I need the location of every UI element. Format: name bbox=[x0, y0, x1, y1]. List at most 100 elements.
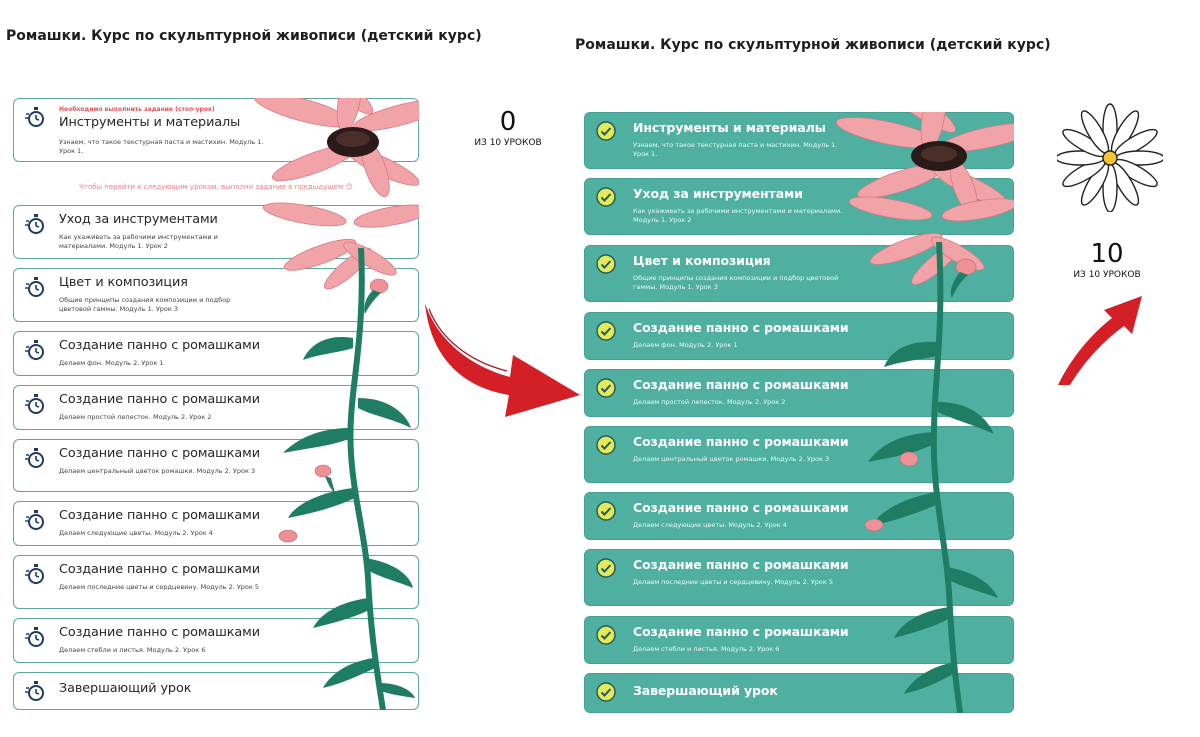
progress-value: 0 bbox=[499, 107, 517, 137]
lesson-title: Завершающий урок bbox=[633, 683, 778, 698]
lesson-description: Общие принципы создания композиции и под… bbox=[59, 296, 231, 313]
lesson-text: Создание панно с ромашками Делаем следую… bbox=[59, 508, 264, 538]
lesson-text: Цвет и композиция Общие принципы создани… bbox=[59, 275, 264, 314]
progress-label: ИЗ 10 УРОКОВ bbox=[1073, 270, 1141, 280]
stopwatch-icon bbox=[25, 448, 44, 468]
stopwatch-icon bbox=[25, 214, 44, 234]
progress-value: 10 bbox=[1090, 239, 1124, 269]
lesson-title: Создание панно с ромашками bbox=[59, 508, 260, 523]
lesson-text: Создание панно с ромашками Делаем фон. М… bbox=[59, 338, 264, 368]
lesson-description: Делаем фон. Модуль 2. Урок 1 bbox=[59, 359, 164, 367]
lesson-card[interactable]: Создание панно с ромашками Делаем центра… bbox=[13, 439, 419, 492]
lesson-text: Создание панно с ромашками Делаем центра… bbox=[59, 446, 264, 476]
lesson-card[interactable]: Создание панно с ромашками Делаем фон. М… bbox=[13, 331, 419, 376]
stopwatch-icon bbox=[25, 564, 44, 584]
lesson-description: Делаем стебли и листья. Модуль 2. Урок 6 bbox=[59, 646, 206, 654]
lesson-title: Цвет и композиция bbox=[59, 275, 188, 290]
page-title-right: Ромашки. Курс по скульптурной живописи (… bbox=[575, 37, 1051, 53]
check-circle-icon bbox=[596, 187, 616, 207]
lesson-card[interactable]: Завершающий урок bbox=[13, 672, 419, 710]
lesson-card[interactable]: Завершающий урок bbox=[584, 673, 1014, 713]
lesson-list-locked: Необходимо выполнить задание (стоп-урок)… bbox=[13, 98, 419, 710]
lesson-description: Узнаем, что такое текстурная паста и мас… bbox=[633, 141, 838, 158]
page-title-left: Ромашки. Курс по скульптурной живописи (… bbox=[6, 28, 482, 44]
stop-lesson-note: Необходимо выполнить задание (стоп-урок) bbox=[59, 106, 215, 113]
check-circle-icon bbox=[596, 435, 616, 455]
lesson-card[interactable]: Уход за инструментами Как ухаживать за р… bbox=[584, 178, 1014, 235]
check-circle-icon bbox=[596, 121, 616, 141]
lesson-card[interactable]: Создание панно с ромашками Делаем стебли… bbox=[584, 616, 1014, 664]
lesson-title: Создание панно с ромашками bbox=[633, 624, 849, 639]
lesson-text: Завершающий урок bbox=[633, 683, 843, 698]
lesson-title: Создание панно с ромашками bbox=[59, 562, 260, 577]
lesson-description: Как ухаживать за рабочими инструментами … bbox=[633, 207, 843, 224]
lesson-title: Создание панно с ромашками bbox=[633, 377, 849, 392]
lesson-text: Инструменты и материалы Узнаем, что тако… bbox=[633, 120, 843, 159]
lesson-text: Уход за инструментами Как ухаживать за р… bbox=[633, 186, 843, 225]
lesson-title: Цвет и композиция bbox=[633, 253, 771, 268]
lesson-card[interactable]: Создание панно с ромашками Делаем послед… bbox=[584, 549, 1014, 606]
lesson-card[interactable]: Создание панно с ромашками Делаем фон. М… bbox=[584, 312, 1014, 360]
stopwatch-icon bbox=[25, 510, 44, 530]
lesson-text: Создание панно с ромашками Делаем стебли… bbox=[59, 625, 264, 655]
stopwatch-icon bbox=[25, 394, 44, 414]
lesson-description: Делаем центральный цветок ромашки. Модул… bbox=[59, 467, 256, 475]
lesson-text: Создание панно с ромашками Делаем следую… bbox=[633, 500, 849, 530]
lesson-title: Уход за инструментами bbox=[59, 212, 218, 227]
lesson-card[interactable]: Создание панно с ромашками Делаем послед… bbox=[13, 555, 419, 609]
lesson-title: Создание панно с ромашками bbox=[59, 338, 260, 353]
lesson-card[interactable]: Создание панно с ромашками Делаем просто… bbox=[13, 385, 419, 430]
lesson-description: Делаем простой лепесток. Модуль 2. Урок … bbox=[59, 413, 212, 421]
next-lesson-hint: Чтобы перейти к следующим урокам, выполн… bbox=[79, 183, 353, 191]
daisy-icon bbox=[1057, 103, 1163, 212]
lesson-card[interactable]: Создание панно с ромашками Делаем следую… bbox=[584, 492, 1014, 540]
lesson-title: Создание панно с ромашками bbox=[633, 557, 849, 572]
lesson-description: Как ухаживать за рабочими инструментами … bbox=[59, 233, 218, 250]
progress-label: ИЗ 10 УРОКОВ bbox=[474, 138, 542, 148]
lesson-title: Уход за инструментами bbox=[633, 186, 803, 201]
lesson-list-completed: Инструменты и материалы Узнаем, что тако… bbox=[584, 112, 1014, 713]
stopwatch-icon bbox=[25, 107, 44, 127]
lesson-title: Завершающий урок bbox=[59, 681, 192, 696]
check-circle-icon bbox=[596, 501, 616, 521]
lesson-title: Создание панно с ромашками bbox=[633, 434, 849, 449]
lesson-description: Узнаем, что такое текстурная паста и мас… bbox=[59, 138, 264, 155]
lesson-description: Делаем последние цветы и сердцевину. Мод… bbox=[59, 583, 260, 591]
lesson-card[interactable]: Инструменты и материалы Узнаем, что тако… bbox=[584, 112, 1014, 169]
lesson-card[interactable]: Цвет и композиция Общие принципы создани… bbox=[13, 268, 419, 322]
lesson-card[interactable]: Создание панно с ромашками Делаем просто… bbox=[584, 369, 1014, 417]
check-circle-icon bbox=[596, 321, 616, 341]
lesson-card[interactable]: Создание панно с ромашками Делаем центра… bbox=[584, 426, 1014, 483]
lesson-text: Цвет и композиция Общие принципы создани… bbox=[633, 253, 843, 292]
lesson-text: Создание панно с ромашками Делаем центра… bbox=[633, 434, 849, 464]
progress-counter-right: 10 ИЗ 10 УРОКОВ bbox=[1057, 240, 1157, 280]
stopwatch-icon bbox=[25, 681, 44, 701]
lesson-card[interactable]: Создание панно с ромашками Делаем стебли… bbox=[13, 618, 419, 663]
lesson-text: Завершающий урок bbox=[59, 681, 264, 696]
lesson-description: Делаем последние цветы и сердцевину. Мод… bbox=[633, 578, 834, 586]
lesson-text: Создание панно с ромашками Делаем стебли… bbox=[633, 624, 849, 654]
lesson-title: Инструменты и материалы bbox=[59, 115, 241, 130]
lesson-title: Создание панно с ромашками bbox=[59, 625, 260, 640]
lesson-card[interactable]: Уход за инструментами Как ухаживать за р… bbox=[13, 205, 419, 259]
lesson-title: Создание панно с ромашками bbox=[59, 392, 260, 407]
stopwatch-icon bbox=[25, 277, 44, 297]
check-circle-icon bbox=[596, 558, 616, 578]
lesson-text: Создание панно с ромашками Делаем просто… bbox=[59, 392, 264, 422]
stopwatch-icon bbox=[25, 627, 44, 647]
lesson-description: Общие принципы создания композиции и под… bbox=[633, 274, 839, 291]
arrow-icon bbox=[425, 303, 580, 417]
lesson-description: Делаем центральный цветок ромашки. Модул… bbox=[633, 455, 830, 463]
arrow-icon bbox=[1058, 296, 1142, 385]
lesson-text: Необходимо выполнить задание (стоп-урок)… bbox=[59, 106, 264, 156]
lesson-card[interactable]: Цвет и композиция Общие принципы создани… bbox=[584, 245, 1014, 302]
lesson-title: Создание панно с ромашками bbox=[633, 320, 849, 335]
lesson-description: Делаем следующие цветы. Модуль 2. Урок 4 bbox=[59, 529, 213, 537]
lesson-description: Делаем простой лепесток. Модуль 2. Урок … bbox=[633, 398, 786, 406]
lesson-card[interactable]: Необходимо выполнить задание (стоп-урок)… bbox=[13, 98, 419, 162]
lesson-card[interactable]: Создание панно с ромашками Делаем следую… bbox=[13, 501, 419, 546]
progress-counter-left: 0 ИЗ 10 УРОКОВ bbox=[458, 108, 558, 148]
lesson-text: Создание панно с ромашками Делаем послед… bbox=[59, 562, 264, 592]
lesson-text: Уход за инструментами Как ухаживать за р… bbox=[59, 212, 264, 251]
lesson-title: Инструменты и материалы bbox=[633, 120, 826, 135]
